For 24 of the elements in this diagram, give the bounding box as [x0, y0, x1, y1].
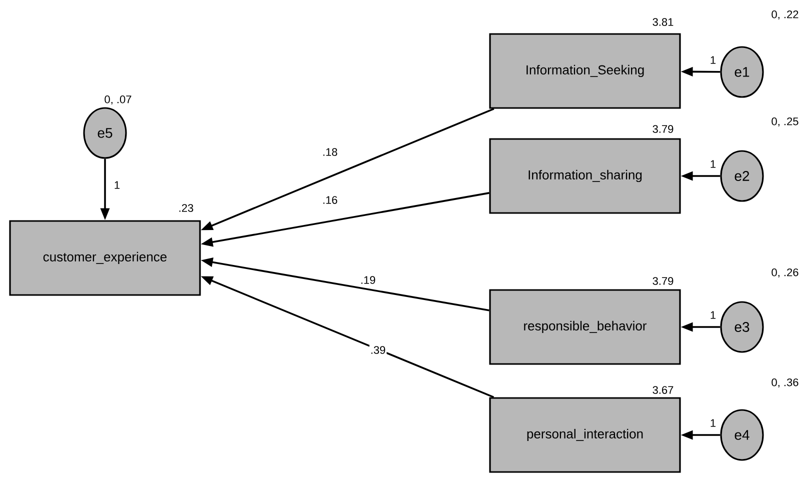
edge-label: .16: [321, 195, 339, 205]
variable-box: personal_interaction: [489, 397, 681, 473]
variable-box: Information_sharing: [489, 138, 681, 214]
estimate-label: 3.67: [652, 386, 674, 394]
estimate-label: 0, .26: [772, 268, 798, 278]
edge-label: 1: [708, 418, 718, 428]
variable-box: responsible_behavior: [489, 289, 681, 365]
edge-label: .19: [359, 275, 377, 285]
edge-label: 1: [708, 310, 718, 320]
estimate-label: 0, .25: [772, 117, 798, 127]
edge-label: .39: [369, 345, 387, 355]
estimate-label: .23: [179, 204, 194, 212]
edge-label: .18: [321, 147, 339, 157]
estimate-label: 0, .22: [772, 10, 798, 20]
estimate-label: 3.79: [652, 125, 674, 133]
edge-label: 1: [708, 159, 718, 169]
estimate-label: 0, .07: [104, 95, 132, 105]
variable-box: customer_experience: [9, 220, 201, 296]
edge-label: 1: [112, 180, 122, 190]
estimate-label: 0, .36: [772, 378, 798, 388]
variable-box: Information_Seeking: [489, 33, 681, 109]
estimate-label: 3.81: [652, 18, 674, 26]
estimate-label: 3.79: [652, 277, 674, 285]
edge-label: 1: [708, 55, 718, 65]
